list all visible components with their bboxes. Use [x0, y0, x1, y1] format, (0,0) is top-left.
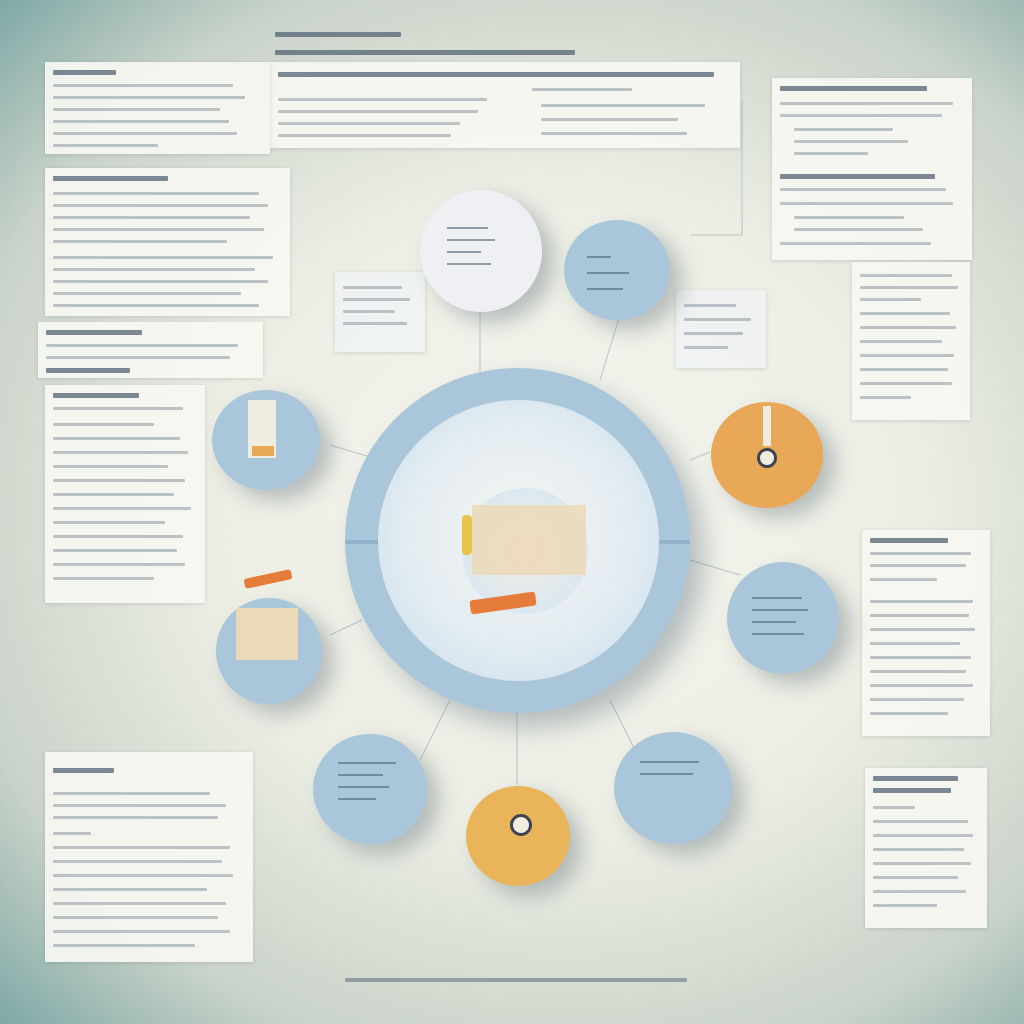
- node-left-blue: [212, 390, 320, 490]
- node-left-swatch: [252, 446, 274, 456]
- connector-right-blue: [689, 559, 741, 576]
- text-panel-left-2: [45, 168, 290, 316]
- text-panel-bottom-left: [45, 752, 253, 962]
- connector-left-lower: [329, 619, 363, 636]
- node-right-orange-stem: [763, 406, 771, 446]
- connector-right-orange: [689, 451, 711, 461]
- connector-header-bracket: [690, 100, 743, 236]
- text-panel-top-right: [772, 78, 972, 260]
- ring-divider-right: [659, 540, 690, 544]
- text-panel-top-left: [45, 62, 270, 154]
- floating-card-top-right: [676, 290, 766, 368]
- node-bottom-left-blue: [313, 734, 427, 844]
- text-panel-right-3: [862, 530, 990, 736]
- header-main-title-bar: [275, 50, 575, 55]
- text-panel-left-4: [45, 385, 205, 603]
- node-right-orange: [711, 402, 823, 508]
- text-panel-bottom-right: [865, 768, 987, 928]
- node-left-lower-card: [236, 608, 298, 660]
- footer-caption-bar: [345, 978, 687, 982]
- hub-accent-swatch-yellow: [462, 515, 472, 555]
- node-top-blue: [564, 220, 670, 320]
- floating-card-top-middle: [335, 272, 425, 352]
- node-top-left-white: [420, 190, 542, 312]
- text-panel-left-3: [38, 322, 263, 378]
- node-bottom-right-blue: [614, 732, 732, 844]
- header-small-title-bar: [275, 32, 401, 37]
- node-right-blue: [727, 562, 839, 674]
- gauge-icon: [757, 448, 777, 468]
- document-icon: [472, 505, 586, 575]
- connector-bottom-left: [419, 699, 451, 761]
- connector-top-blue: [599, 314, 621, 381]
- node-bottom-yellow: [466, 786, 570, 886]
- ring-divider-left: [345, 540, 378, 544]
- eye-icon: [510, 814, 532, 836]
- text-panel-right-2: [852, 262, 970, 420]
- header-panel: [270, 62, 740, 148]
- node-left-lower-blue: [216, 598, 322, 704]
